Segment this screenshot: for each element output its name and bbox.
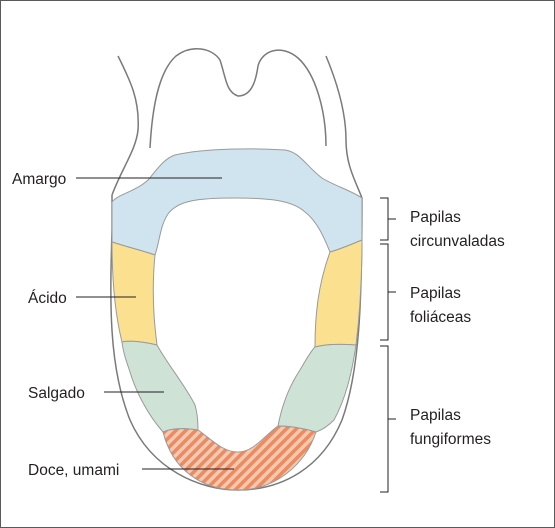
foliate-label-line1: Papilas: [410, 285, 461, 302]
pharynx-left-wall: [111, 55, 139, 196]
foliate-bracket: [380, 243, 396, 341]
salty-label: Salgado: [28, 385, 85, 402]
sweet-umami-zone: [162, 425, 317, 491]
sour-zone-left: [111, 241, 158, 346]
pharynx-right-wall: [325, 55, 363, 199]
fungiform-label-line1: Papilas: [410, 407, 461, 424]
epiglottis: [149, 48, 327, 149]
circumvallate-label-line2: circunvaladas: [410, 233, 505, 250]
fungiform-bracket: [380, 345, 396, 493]
sweet-umami-label: Doce, umami: [28, 462, 119, 479]
sour-label: Ácido: [28, 290, 67, 307]
foliate-label-line2: foliáceas: [410, 309, 471, 326]
circumvallate-label-line1: Papilas: [410, 209, 461, 226]
fungiform-label-line2: fungiformes: [410, 431, 491, 448]
circumvallate-bracket: [380, 197, 396, 241]
bitter-label: Amargo: [12, 171, 66, 188]
